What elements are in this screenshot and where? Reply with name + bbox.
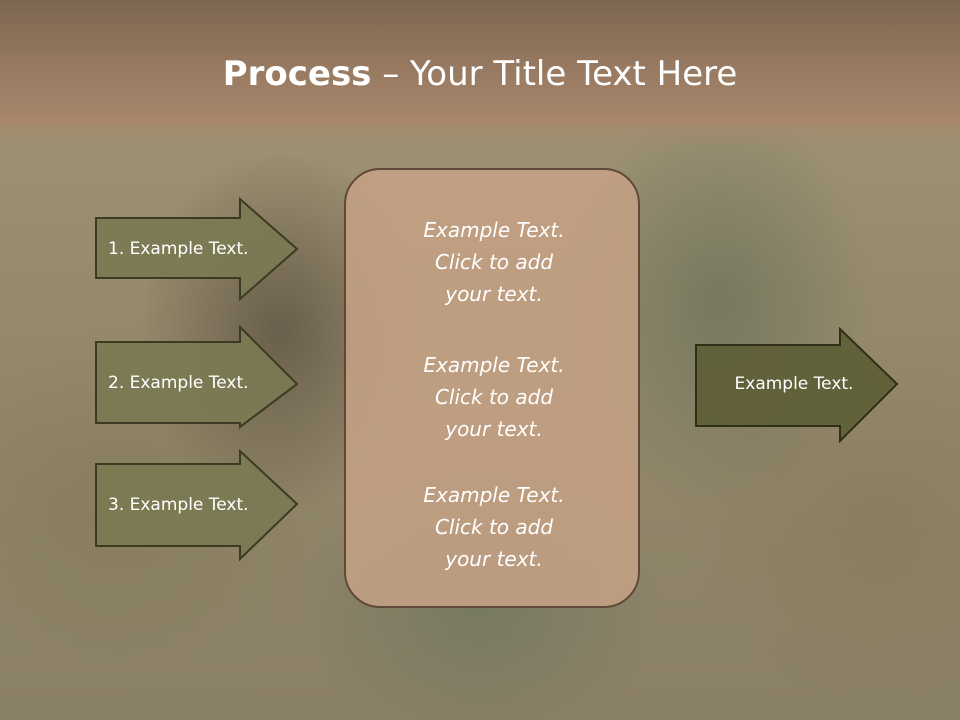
step-arrow-1[interactable]: 1. Example Text. (94, 197, 300, 301)
paragraph-line: Example Text. (423, 353, 565, 377)
step-label-2: 2. Example Text. (108, 373, 249, 393)
paragraph-line: Click to add (434, 250, 554, 274)
title-rest: – Your Title Text Here (371, 54, 738, 94)
arrow-right-icon (95, 197, 299, 301)
step-arrow-3[interactable]: 3. Example Text. (94, 449, 300, 563)
step-arrow-2[interactable]: 2. Example Text. (94, 325, 300, 429)
content-box[interactable]: Example Text. Click to add your text. Ex… (344, 168, 640, 608)
paragraph-line: your text. (445, 282, 543, 306)
title-bold: Process (222, 54, 372, 94)
content-paragraph-2[interactable]: Example Text. Click to add your text. (346, 349, 642, 445)
arrow-right-icon (95, 449, 299, 562)
content-paragraph-1[interactable]: Example Text. Click to add your text. (346, 214, 642, 310)
paragraph-line: your text. (445, 547, 543, 571)
paragraph-line: Example Text. (423, 218, 565, 242)
step-label-3: 3. Example Text. (108, 495, 249, 515)
paragraph-line: Click to add (434, 385, 554, 409)
title-bar (0, 0, 960, 126)
content-paragraph-3[interactable]: Example Text. Click to add your text. (346, 479, 642, 575)
step-label-1: 1. Example Text. (108, 239, 249, 259)
result-arrow[interactable]: Example Text. (694, 327, 900, 443)
paragraph-line: Click to add (434, 515, 554, 539)
result-label: Example Text. (734, 374, 854, 394)
paragraph-line: Example Text. (423, 483, 565, 507)
title-bar-fade (0, 118, 960, 148)
arrow-right-icon (695, 327, 899, 443)
paragraph-line: your text. (445, 417, 543, 441)
slide-title[interactable]: Process – Your Title Text Here (0, 50, 960, 98)
arrow-right-icon (95, 325, 299, 429)
